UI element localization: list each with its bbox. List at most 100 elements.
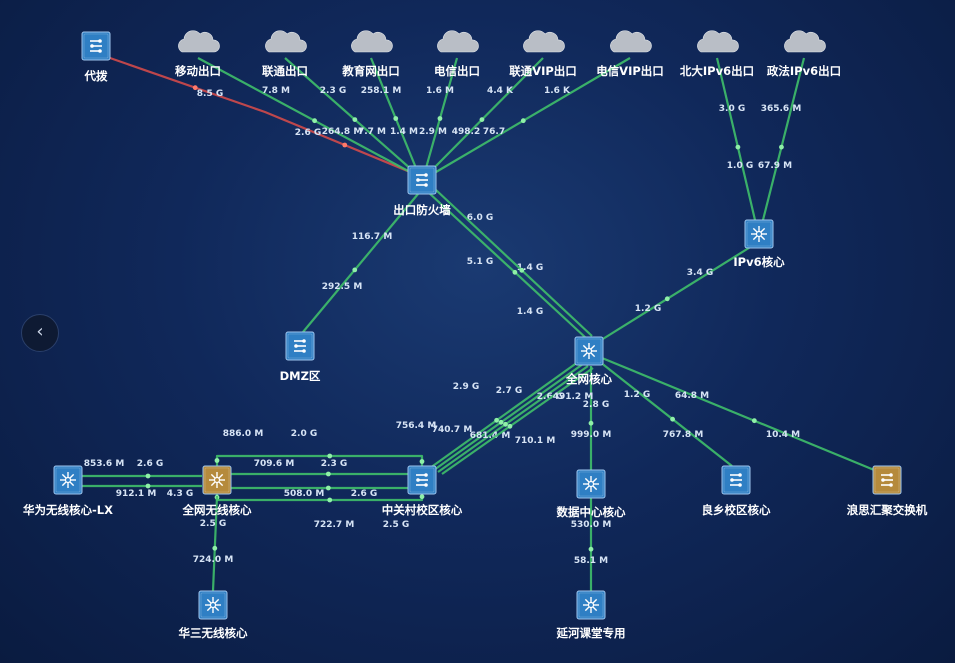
link-traffic-label: 681.4 M: [470, 431, 511, 441]
switch-glyph-hub: [587, 480, 595, 488]
previous-button[interactable]: ‹: [21, 314, 59, 352]
node-label: IPv6核心: [733, 255, 785, 269]
router-glyph-dot: [416, 178, 420, 182]
node-label: 政法IPv6出口: [767, 64, 841, 78]
switch-icon: [53, 465, 83, 495]
link-traffic-label: 2.5 G: [383, 520, 409, 530]
node-dianxin[interactable]: 电信出口: [434, 30, 480, 78]
node-zfv6[interactable]: 政法IPv6出口: [767, 30, 841, 78]
node-dxvip[interactable]: 电信VIP出口: [596, 30, 664, 78]
node-yh[interactable]: 延河课堂专用: [556, 590, 626, 640]
cloud-shape: [697, 30, 739, 53]
flow-dot: [342, 142, 348, 148]
link-traffic-label: 1.6 K: [544, 86, 571, 96]
link-traffic-label: 116.7 M: [352, 232, 393, 242]
link-line: [433, 363, 584, 471]
node-label: 电信VIP出口: [596, 64, 664, 78]
flow-dot: [393, 116, 399, 121]
router-icon: [285, 331, 315, 361]
flow-dot: [419, 494, 425, 500]
node-label: 联通VIP出口: [509, 64, 577, 78]
link-traffic-label: 8.5 G: [197, 89, 223, 99]
link-line: [437, 365, 589, 473]
node-fw[interactable]: 出口防火墙: [393, 165, 451, 217]
link-traffic-label: 2.6 G: [137, 459, 163, 469]
node-dmz[interactable]: DMZ区: [280, 331, 321, 383]
link-traffic-label: 740.7 M: [432, 425, 473, 435]
switch-glyph-hub: [64, 476, 72, 484]
device-inner: [200, 592, 226, 618]
link-traffic-label: 2.5 G: [200, 519, 226, 529]
link-traffic-label: 258.1 M: [361, 86, 402, 96]
link-line: [369, 57, 418, 169]
node-h3c[interactable]: 华三无线核心: [179, 590, 248, 640]
router-icon: [81, 31, 111, 61]
node-bdv6[interactable]: 北大IPv6出口: [680, 30, 754, 78]
node-yidong[interactable]: 移动出口: [175, 30, 221, 78]
cloud-icon: [784, 30, 826, 53]
link-traffic-label: 1.4 G: [517, 263, 543, 273]
node-liantong[interactable]: 联通出口: [262, 30, 308, 78]
link-bdv6-v6core: 3.0 G1.0 G: [715, 57, 757, 221]
node-jiaoyu[interactable]: 教育网出口: [341, 30, 400, 78]
node-hwlx[interactable]: 华为无线核心-LX: [23, 465, 113, 517]
node-label: 北大IPv6出口: [680, 64, 754, 78]
flow-dot: [494, 417, 499, 423]
node-label: 中关村校区核心: [382, 503, 463, 517]
router-glyph-dot: [889, 473, 893, 477]
router-icon: [407, 165, 437, 195]
node-lc[interactable]: 浪思汇聚交换机: [847, 465, 928, 517]
cloud-icon: [437, 30, 479, 53]
node-lx[interactable]: 良乡校区核心: [702, 465, 771, 517]
flow-dot: [588, 420, 594, 426]
node-label: 代拨: [84, 69, 108, 83]
flow-dot: [479, 117, 485, 122]
router-icon: [407, 465, 437, 495]
flow-dot: [519, 267, 525, 273]
flow-dot: [735, 144, 741, 150]
node-core[interactable]: 全网核心: [565, 336, 612, 386]
router-glyph-dot: [424, 483, 428, 487]
cloud-icon: [351, 30, 393, 53]
nodes-layer: 代拨 移动出口联通出口 教育网出口电信出口联通VIP出口 电信VIP出口 北大IPv6出…: [23, 30, 928, 640]
link-traffic-label: 6.0 G: [467, 213, 493, 223]
link-core-lc: 64.8 M10.4 M: [601, 356, 880, 474]
node-label: 良乡校区核心: [702, 503, 771, 517]
node-wlcore[interactable]: 全网无线核心: [182, 465, 252, 517]
node-daibo[interactable]: 代拨: [81, 31, 111, 83]
device-inner: [287, 333, 313, 359]
cloud-shape: [523, 30, 565, 53]
flow-dot: [779, 144, 784, 150]
flow-dot: [664, 296, 670, 302]
link-traffic-label: 4.3 G: [167, 489, 193, 499]
link-traffic-label: 10.4 M: [766, 430, 800, 440]
link-traffic-label: 58.1 M: [574, 556, 608, 566]
link-traffic-label: 2.3 G: [321, 459, 347, 469]
link-line: [302, 193, 419, 333]
router-glyph-dot: [302, 339, 306, 343]
cloud-shape: [610, 30, 652, 53]
flow-dot: [325, 471, 331, 477]
link-traffic-label: 76.7: [483, 127, 505, 137]
link-yidong-fw: 7.8 M2.6 G: [197, 57, 411, 173]
flow-dot: [503, 421, 508, 427]
device-inner: [578, 471, 604, 497]
flow-dot: [145, 473, 151, 479]
node-label: 浪思汇聚交换机: [847, 503, 928, 517]
node-dc[interactable]: 数据中心核心: [557, 469, 626, 519]
link-line: [599, 361, 733, 467]
node-ltvip[interactable]: 联通VIP出口: [509, 30, 577, 78]
switch-icon: [576, 469, 606, 499]
device-inner: [409, 467, 435, 493]
cloud-icon: [178, 30, 220, 53]
node-zgc[interactable]: 中关村校区核心: [382, 465, 463, 517]
link-traffic-label: 1.0 G: [727, 161, 753, 171]
link-traffic-label: 756.4 M: [396, 421, 437, 431]
link-traffic-label: 365.6 M: [761, 104, 802, 114]
device-inner: [204, 467, 230, 493]
link-jiaoyu-fw: 258.1 M7.7 M: [358, 57, 418, 169]
router-glyph-dot: [302, 349, 306, 353]
node-v6core[interactable]: IPv6核心: [733, 219, 785, 269]
node-label: 联通出口: [262, 64, 308, 78]
